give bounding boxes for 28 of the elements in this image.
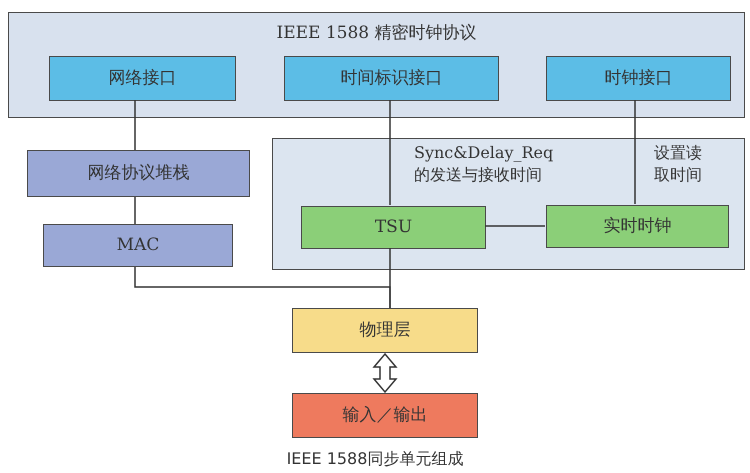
io-box — [292, 393, 478, 438]
box-label: 时间标识接口 — [340, 67, 444, 89]
box-label: 时钟接口 — [604, 67, 674, 89]
connector-line — [389, 248, 391, 308]
interface-box — [284, 56, 499, 101]
connector-line — [389, 100, 391, 205]
box-label: 实时时钟 — [602, 215, 672, 237]
double-arrow — [372, 352, 398, 394]
caption: IEEE 1588同步单元组成 — [286, 449, 464, 470]
clock-box — [546, 205, 729, 248]
box-label: IEEE 1588 精密时钟协议 — [275, 22, 478, 44]
interface-box — [546, 56, 731, 101]
box-label: 网络接口 — [108, 67, 178, 89]
mac-box — [43, 224, 233, 267]
physical-layer-box — [292, 308, 478, 353]
connector-line — [134, 197, 136, 224]
connector-line — [634, 100, 636, 204]
stack-box — [27, 150, 250, 197]
box-label: MAC — [116, 234, 160, 256]
box-label: 输入／输出 — [342, 404, 428, 426]
tsu-box — [301, 206, 486, 249]
box-label: TSU — [374, 216, 414, 238]
interface-box — [49, 56, 236, 101]
box-label: 网络协议堆栈 — [86, 162, 190, 184]
protocol-band — [8, 12, 745, 118]
box-label: 物理层 — [358, 319, 412, 341]
connector-line — [134, 100, 136, 150]
connector-line — [485, 225, 545, 227]
